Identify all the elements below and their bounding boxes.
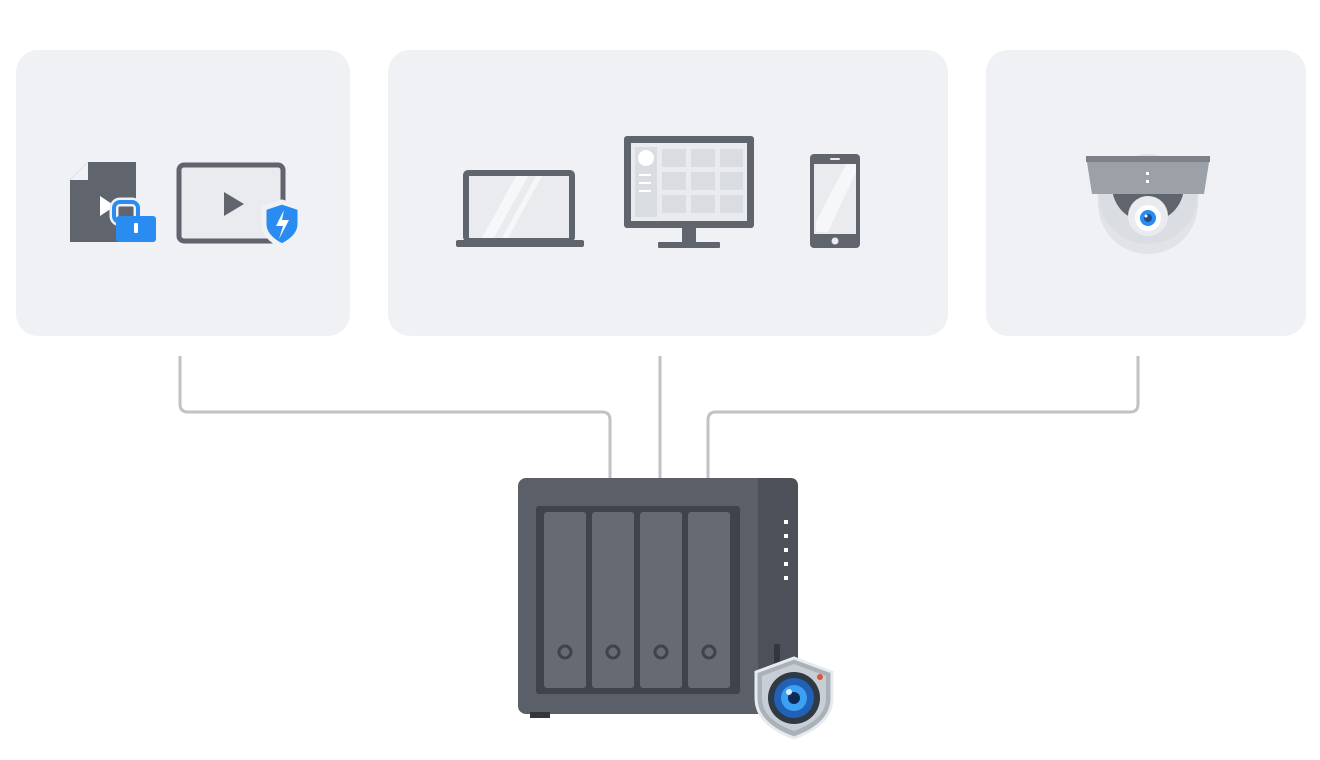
nas-drive-bays <box>544 512 730 688</box>
nas-status-leds <box>784 520 788 580</box>
protected-video-player-icon <box>176 162 303 249</box>
connector-line-right <box>706 356 1140 480</box>
connector-line-left <box>178 356 612 480</box>
locked-video-file-icon <box>70 162 156 242</box>
surveillance-station-shield-icon <box>754 656 834 740</box>
laptop-icon <box>456 170 584 247</box>
desktop-monitor-icon <box>624 136 754 248</box>
dome-camera-icon <box>1086 154 1210 254</box>
smartphone-icon <box>810 154 860 248</box>
nas-server-icon <box>518 478 834 740</box>
